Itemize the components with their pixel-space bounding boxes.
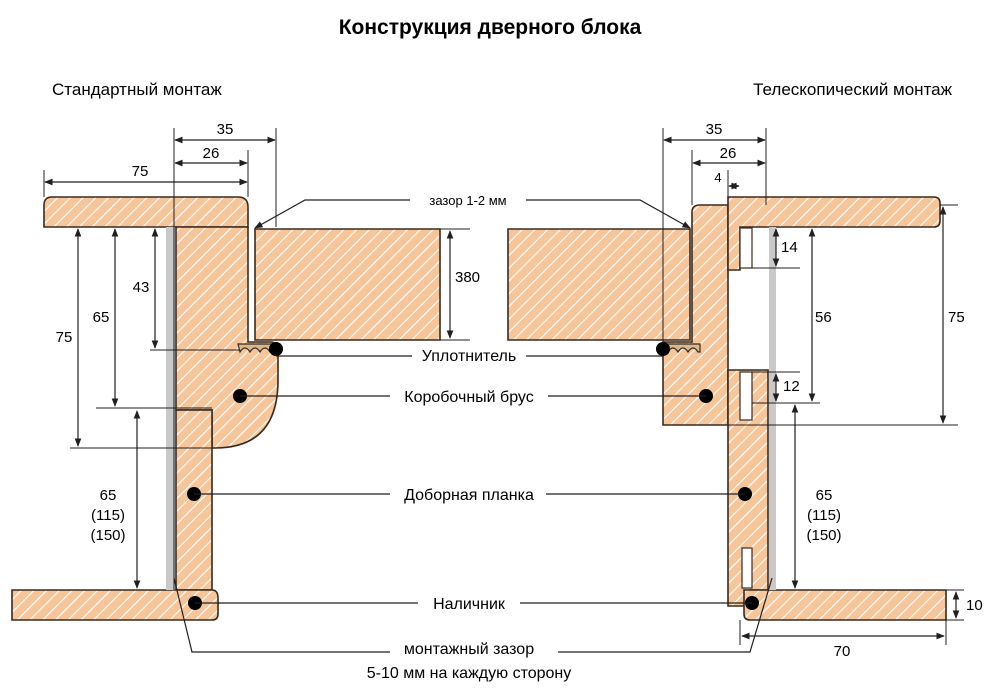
right-slot-lower bbox=[741, 547, 753, 589]
left-dim-26: 26 bbox=[203, 145, 220, 162]
right-dim-14: 14 bbox=[781, 239, 798, 256]
left-dim-150: (150) bbox=[90, 527, 125, 544]
door-leaf-right bbox=[507, 228, 691, 341]
left-dim-43: 43 bbox=[133, 279, 150, 296]
right-slot-upper bbox=[739, 227, 753, 269]
left-seal bbox=[237, 343, 273, 354]
gap-note-label: зазор 1-2 мм bbox=[429, 193, 506, 208]
frame-bar-label: Коробочный брус bbox=[404, 389, 533, 406]
left-dim-115: (115) bbox=[91, 507, 125, 524]
right-dim-115: (115) bbox=[807, 507, 841, 524]
left-seal-dot bbox=[269, 342, 283, 356]
center-dimensions: 380 bbox=[440, 228, 480, 341]
right-dim-56: 56 bbox=[815, 309, 832, 326]
right-dim-26: 26 bbox=[720, 145, 737, 162]
right-wall-gap bbox=[769, 227, 776, 590]
left-dim-65b: 65 bbox=[100, 487, 117, 504]
door-leaf-left bbox=[254, 228, 441, 341]
seal-label: Уплотнитель bbox=[422, 348, 516, 365]
right-seal-dot bbox=[656, 342, 670, 356]
extension-board-label: Доборная планка bbox=[404, 487, 534, 504]
right-dim-10: 10 bbox=[966, 597, 983, 614]
left-heading: Стандартный монтаж bbox=[52, 80, 222, 99]
right-dim-12: 12 bbox=[783, 378, 800, 395]
left-dim-35: 35 bbox=[217, 121, 234, 138]
trim-label: Наличник bbox=[433, 596, 506, 613]
left-dim-75: 75 bbox=[56, 329, 73, 346]
right-dim-150: (150) bbox=[806, 527, 841, 544]
right-dim-65: 65 bbox=[816, 487, 833, 504]
right-dim-70: 70 bbox=[834, 643, 851, 660]
mount-gap-line2: 5-10 мм на каждую сторону bbox=[367, 665, 572, 682]
right-dim-4: 4 bbox=[714, 170, 721, 185]
left-frame-bar bbox=[175, 226, 279, 449]
right-dim-75: 75 bbox=[948, 309, 965, 326]
right-heading: Телескопический монтаж bbox=[753, 80, 953, 99]
right-top-trim bbox=[727, 196, 941, 271]
mount-gap-line1: монтажный зазор bbox=[404, 641, 534, 658]
left-top-trim bbox=[43, 196, 249, 228]
left-dim-75-top: 75 bbox=[132, 163, 149, 180]
callouts: зазор 1-2 мм Уплотнитель Коробочный брус… bbox=[173, 193, 773, 682]
left-bottom-trim bbox=[11, 589, 219, 621]
right-frame-bar bbox=[662, 204, 729, 426]
telescopic-mount bbox=[662, 196, 947, 621]
right-dimensions: 35 26 4 14 12 56 75 65 (115) (150) 10 70 bbox=[662, 121, 983, 660]
right-seal bbox=[665, 343, 701, 354]
left-dim-65: 65 bbox=[93, 309, 110, 326]
right-bottom-trim bbox=[743, 589, 947, 621]
diagram-title: Конструкция дверного блока bbox=[339, 16, 642, 39]
left-dimensions: 35 26 75 43 65 75 65 (115) (150) bbox=[43, 121, 277, 590]
right-dim-35: 35 bbox=[706, 121, 723, 138]
right-slot-mid bbox=[739, 371, 753, 421]
door-dim-380: 380 bbox=[455, 269, 480, 286]
